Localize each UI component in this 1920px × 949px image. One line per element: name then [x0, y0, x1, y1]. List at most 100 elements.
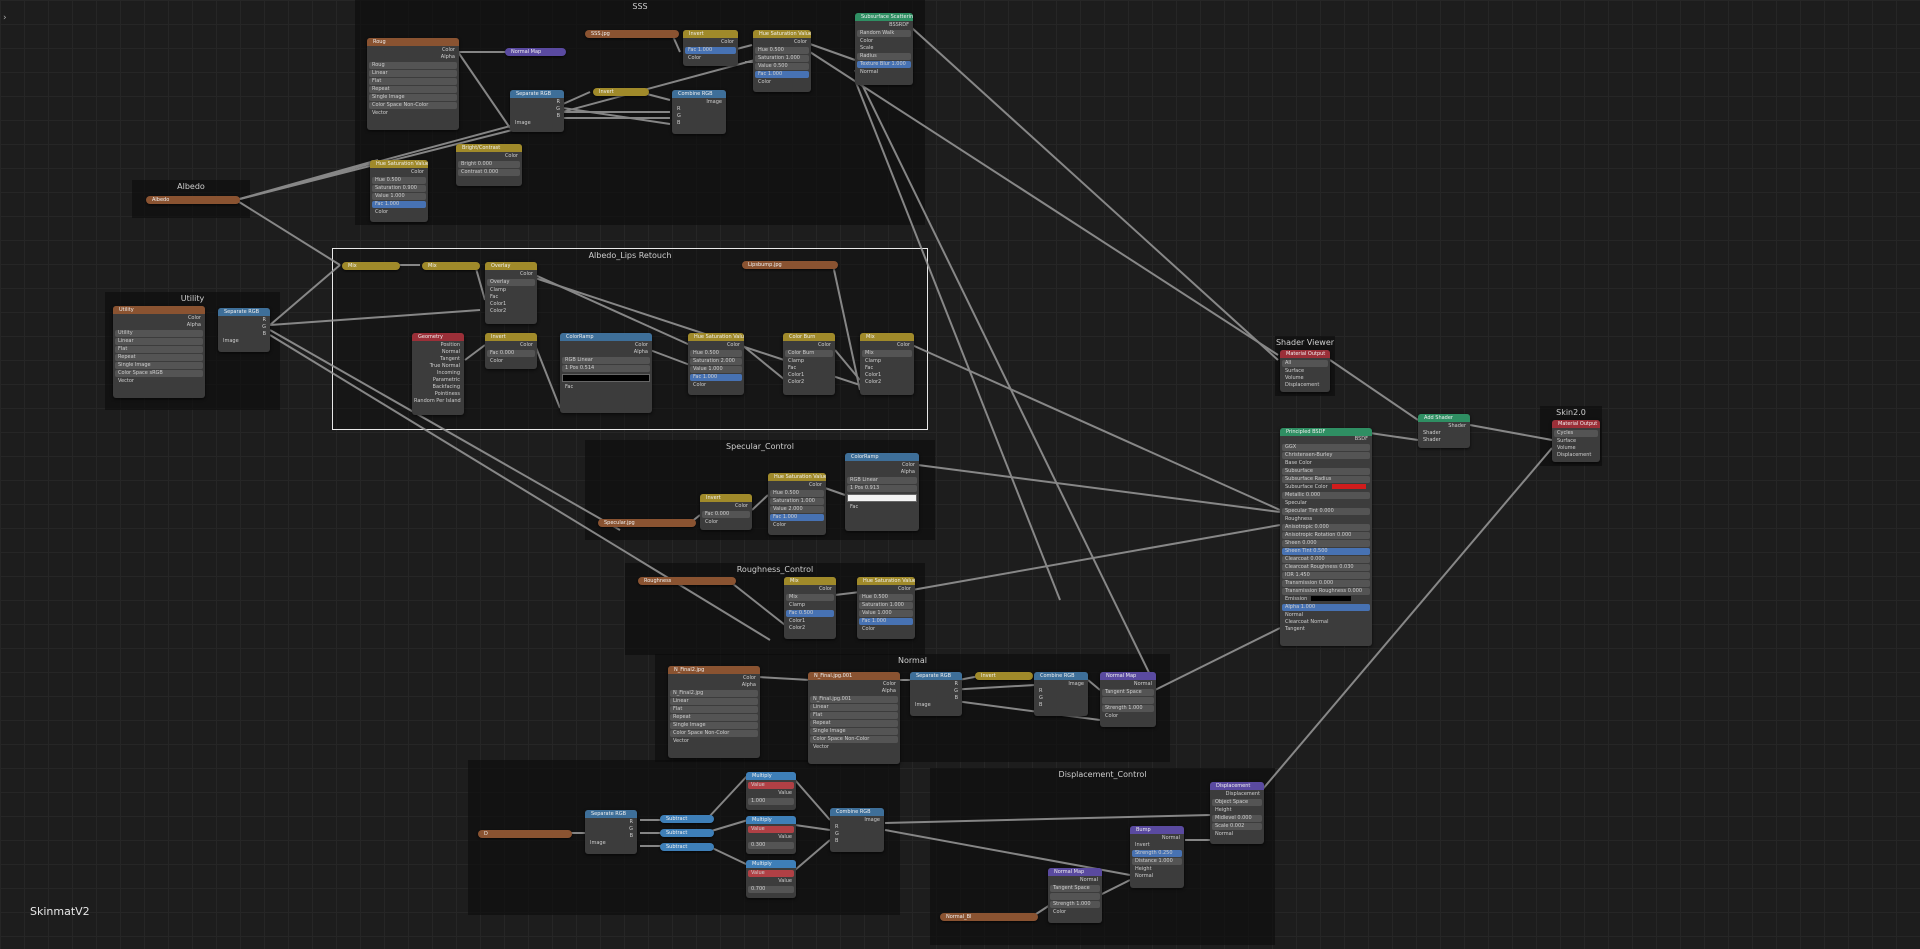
socket-alpha[interactable]: Alpha — [900, 469, 915, 475]
socket-image[interactable]: Image — [915, 702, 931, 708]
interpolation-select[interactable]: Linear — [670, 698, 758, 705]
strength-field[interactable]: Strength 1.000 — [1050, 901, 1100, 908]
socket-specular[interactable]: Specular — [1285, 500, 1307, 506]
emission-field[interactable]: Emission — [1282, 596, 1370, 603]
node-normal-separate-rgb[interactable]: Separate RGB R G B Image — [910, 672, 962, 716]
invert-checkbox[interactable]: Invert — [1135, 842, 1150, 848]
socket-color[interactable]: Color — [410, 169, 424, 175]
node-normal-bl-texture[interactable]: Normal_Bl — [940, 913, 1038, 921]
anisotropic-rotation-field[interactable]: Anisotropic Rotation 0.000 — [1282, 532, 1370, 539]
socket-fac[interactable]: Fac — [850, 504, 859, 510]
socket-r[interactable]: R — [262, 317, 266, 323]
ramp-stop-position[interactable]: 1 Pos 0.514 — [562, 365, 650, 372]
socket-color2[interactable]: Color2 — [788, 379, 805, 385]
node-header[interactable]: N_Final2.jpg — [668, 666, 760, 674]
node-header[interactable]: Combine RGB — [1034, 672, 1088, 680]
node-header[interactable]: Multiply — [746, 772, 796, 780]
distribution-select[interactable]: GGX — [1282, 444, 1370, 451]
node-header[interactable]: Invert — [700, 494, 752, 502]
node-header[interactable]: Color Burn — [783, 333, 835, 341]
socket-color[interactable]: Color — [634, 342, 648, 348]
value-field[interactable]: 0.700 — [748, 886, 794, 893]
socket-b[interactable]: B — [954, 695, 958, 701]
node-displacement[interactable]: Displacement Displacement Object Space H… — [1210, 782, 1264, 844]
socket-color[interactable]: Color — [1105, 713, 1119, 719]
color-space-select[interactable]: Color Space Non-Color — [810, 736, 898, 743]
node-sss-combine-rgb[interactable]: Combine RGB Image R G B — [672, 90, 726, 134]
socket-incoming[interactable]: Incoming — [436, 370, 460, 376]
node-skin-material-output[interactable]: Material Output Cycles Surface Volume Di… — [1552, 420, 1600, 462]
fac-field[interactable]: Fac 0.500 — [786, 610, 834, 617]
extension-select[interactable]: Repeat — [115, 354, 203, 361]
socket-color-in[interactable]: Color — [375, 209, 389, 215]
node-header[interactable]: Invert — [485, 333, 537, 341]
socket-g[interactable]: G — [677, 113, 681, 119]
socket-color-in[interactable]: Color — [773, 522, 787, 528]
radius-field[interactable]: Radius — [857, 53, 911, 60]
hue-field[interactable]: Hue 0.500 — [755, 47, 809, 54]
node-header[interactable]: Overlay — [485, 262, 537, 270]
value-input-socket[interactable]: Value — [748, 870, 794, 877]
socket-color1[interactable]: Color1 — [788, 372, 805, 378]
socket-b[interactable]: B — [677, 120, 681, 126]
node-roughness-mix[interactable]: Mix Color Mix Clamp Fac 0.500 Color1 Col… — [784, 577, 836, 639]
distance-field[interactable]: Distance 1.000 — [1132, 858, 1182, 865]
socket-pointiness[interactable]: Pointiness — [434, 391, 460, 397]
ramp-mode-select[interactable]: RGB Linear — [562, 357, 650, 364]
color-space-select[interactable]: Color Space Non-Color — [670, 730, 758, 737]
socket-volume[interactable]: Volume — [1557, 445, 1576, 451]
hue-field[interactable]: Hue 0.500 — [859, 594, 913, 601]
socket-shader-1[interactable]: Shader — [1423, 430, 1441, 436]
socket-b[interactable]: B — [835, 838, 839, 844]
color-space-select[interactable]: Color Space Non-Color — [369, 102, 457, 109]
node-header[interactable]: Separate RGB — [218, 308, 270, 316]
socket-b[interactable]: B — [1039, 702, 1043, 708]
node-roughness-hue-saturation[interactable]: Hue Saturation Value Color Hue 0.500 Sat… — [857, 577, 915, 639]
socket-color-in[interactable]: Color — [705, 519, 719, 525]
extension-select[interactable]: Repeat — [670, 714, 758, 721]
node-header[interactable]: Geometry — [412, 333, 464, 341]
node-lips-hue-saturation[interactable]: Hue Saturation Value Color Hue 0.500 Sat… — [688, 333, 744, 395]
socket-image[interactable]: Image — [515, 120, 531, 126]
socket-b[interactable]: B — [629, 833, 633, 839]
socket-color[interactable]: Color — [441, 47, 455, 53]
strength-field[interactable]: Strength 1.000 — [1102, 705, 1154, 712]
blend-mode-select[interactable]: Mix — [786, 594, 834, 601]
fac-field[interactable]: Fac 1.000 — [372, 201, 426, 208]
color-ramp-gradient[interactable] — [847, 494, 917, 502]
socket-true-normal[interactable]: True Normal — [429, 363, 460, 369]
socket-color-in[interactable]: Color — [862, 626, 876, 632]
socket-b[interactable]: B — [556, 113, 560, 119]
uv-map-select[interactable] — [1102, 697, 1154, 704]
node-header[interactable]: Combine RGB — [672, 90, 726, 98]
socket-g[interactable]: G — [835, 831, 839, 837]
node-sss-image-texture[interactable]: Roug Color Alpha Roug Linear Flat Repeat… — [367, 38, 459, 130]
node-header[interactable]: Displacement — [1210, 782, 1264, 790]
node-lips-mix[interactable]: Mix Color Mix Clamp Fac Color1 Color2 — [860, 333, 914, 395]
clearcoat-field[interactable]: Clearcoat 0.000 — [1282, 556, 1370, 563]
socket-color[interactable]: Color — [818, 586, 832, 592]
node-subsurface-scattering[interactable]: Subsurface Scattering BSSRDF Random Walk… — [855, 13, 913, 85]
socket-color[interactable]: Color — [860, 38, 874, 44]
socket-normal[interactable]: Normal — [860, 69, 879, 75]
node-roughness-texture[interactable]: Roughness — [638, 577, 736, 585]
specular-tint-field[interactable]: Specular Tint 0.000 — [1282, 508, 1370, 515]
node-header[interactable]: Combine RGB — [830, 808, 884, 816]
socket-bsdf[interactable]: BSDF — [1354, 436, 1368, 442]
fac-field[interactable]: Fac 1.000 — [770, 514, 824, 521]
node-utility-texture[interactable]: Utility Color Alpha Utility Linear Flat … — [113, 306, 205, 398]
node-viewer-material-output[interactable]: Material Output All Surface Volume Displ… — [1280, 350, 1330, 392]
space-select[interactable]: Tangent Space — [1102, 689, 1154, 696]
node-normal-combine-rgb[interactable]: Combine RGB Image R G B — [1034, 672, 1088, 716]
socket-alpha[interactable]: Alpha — [633, 349, 648, 355]
socket-clearcoat-normal[interactable]: Clearcoat Normal — [1285, 619, 1329, 625]
contrast-field[interactable]: Contrast 0.000 — [458, 169, 520, 176]
node-bump[interactable]: Bump Normal Invert Strength 0.250 Distan… — [1130, 826, 1184, 888]
socket-backfacing[interactable]: Backfacing — [432, 384, 460, 390]
socket-value[interactable]: Value — [778, 834, 792, 840]
transmission-roughness-field[interactable]: Transmission Roughness 0.000 — [1282, 588, 1370, 595]
node-header[interactable]: Add Shader — [1418, 414, 1470, 422]
value-field[interactable]: Value 1.000 — [859, 610, 913, 617]
node-header[interactable]: Hue Saturation Value — [857, 577, 915, 585]
